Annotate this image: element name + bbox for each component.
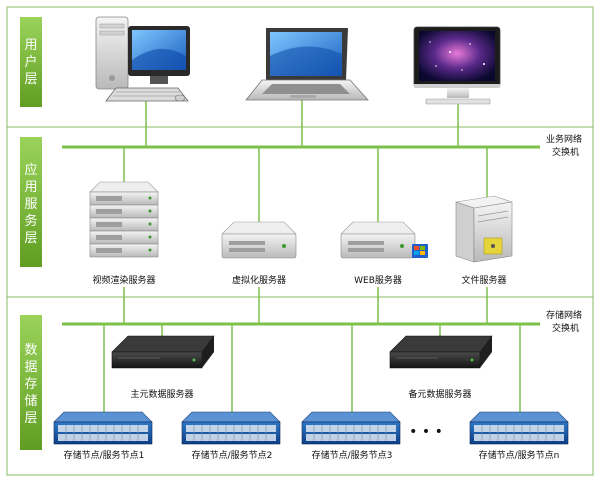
storage-node-icon [53,411,153,445]
backup-metadata-server-icon [389,335,493,369]
business-switch-label: 业务网络 [546,133,582,145]
file-server-icon [455,195,513,263]
ellipsis: • • • [409,424,443,440]
connectors [103,100,521,412]
app-server-label: 视频渲染服务器 [92,274,155,286]
storage-node-icon [301,411,401,445]
outer-frame [6,6,594,476]
layer-label-char: 储 [24,394,37,409]
layer-label-char: 服 [24,197,37,212]
storage-node-label: 存储节点/服务节点3 [312,449,393,461]
storage-node-label: 存储节点/服务节点1 [64,449,145,461]
rendering-server-icon [89,181,159,258]
desktop-pc-icon [95,16,190,102]
app-server-label: 文件服务器 [461,274,506,286]
virtualization-server-icon [221,221,297,259]
storage-node-icon [181,411,281,445]
layer-label-char: 户 [24,54,37,70]
imac-icon [413,26,501,105]
layer-label-char: 层 [24,231,37,246]
layer-label-char: 层 [24,411,37,426]
storage-node-label: 存储节点/服务节点2 [192,449,273,461]
layer-label-char: 存 [24,377,37,392]
storage-node-icon [469,411,569,445]
layer-label-char: 用 [24,180,37,195]
metadata-server-label: 备元数据服务器 [408,388,471,400]
web-server-icon [340,221,428,259]
storage-switch-label: 存储网络 [546,309,582,321]
layer-label-char: 层 [24,72,37,87]
metadata-server-label: 主元数据服务器 [130,388,193,400]
layer-label-user: 用 户 层 [20,17,42,107]
layer-label-storage: 数 据 存 储 层 [20,315,42,450]
layer-label-application: 应 用 服 务 层 [20,137,42,267]
layer-label-char: 据 [24,360,37,375]
storage-node-label: 存储节点/服务节点n [479,449,560,461]
business-switch-label: 交换机 [552,146,579,158]
layer-label-char: 应 [24,162,37,178]
layer-label-char: 务 [24,213,37,229]
app-server-label: WEB服务器 [354,274,402,286]
storage-switch-label: 交换机 [552,322,579,334]
app-server-label: 虚拟化服务器 [232,274,286,286]
primary-metadata-server-icon [111,335,215,369]
layer-label-char: 数 [24,343,37,358]
layer-label-char: 用 [24,38,37,53]
laptop-icon [245,28,369,101]
